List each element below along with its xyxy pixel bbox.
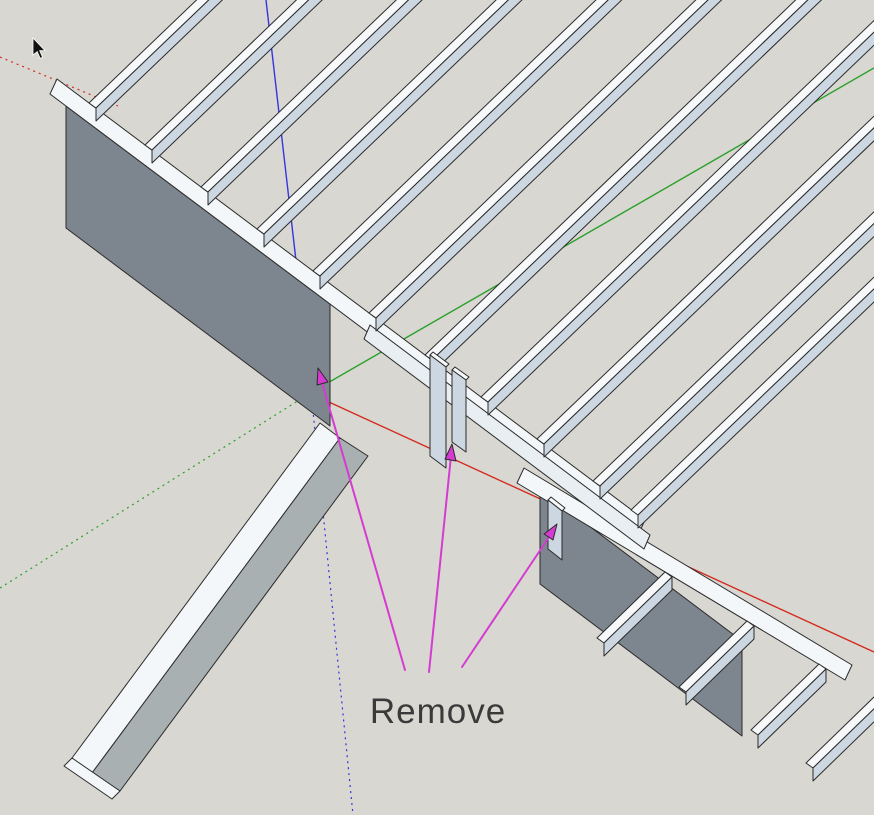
joist[interactable]	[88, 0, 643, 122]
joist[interactable]	[630, 0, 874, 529]
joists[interactable]	[88, 0, 874, 529]
joist[interactable]	[256, 0, 811, 248]
joist-tails[interactable]	[596, 571, 874, 782]
joist[interactable]	[200, 0, 755, 206]
annotation-arrow-line[interactable]	[320, 378, 406, 671]
cursor-arrow-icon	[32, 37, 46, 59]
green-axis-line	[0, 391, 313, 589]
annotation-arrowhead[interactable]	[444, 443, 457, 462]
blocking-piece[interactable]	[451, 366, 470, 453]
joist[interactable]	[312, 0, 867, 290]
joist[interactable]	[536, 0, 874, 458]
joist[interactable]	[480, 0, 874, 416]
remove-annotation-arrows[interactable]	[316, 367, 558, 673]
joist-tail[interactable]	[678, 620, 755, 706]
blue-axis-line	[310, 390, 354, 815]
annotation-arrow-line[interactable]	[461, 536, 550, 668]
annotation-arrowhead[interactable]	[316, 367, 329, 386]
joist[interactable]	[592, 0, 874, 500]
framing-structure[interactable]	[49, 0, 874, 800]
joist[interactable]	[368, 0, 874, 332]
rim-board-right[interactable]	[516, 467, 853, 681]
remove-label[interactable]: Remove	[370, 692, 506, 731]
joist-tail[interactable]	[805, 696, 874, 782]
joist-tail[interactable]	[750, 663, 827, 749]
annotation-arrow-line[interactable]	[428, 455, 452, 673]
annotation-arrowhead[interactable]	[543, 523, 558, 541]
loose-board-end-cut[interactable]	[63, 757, 121, 800]
joist-tail[interactable]	[596, 571, 673, 657]
blocking-piece[interactable]	[429, 351, 450, 469]
loose-board[interactable]	[63, 422, 369, 800]
joist[interactable]	[144, 0, 699, 164]
